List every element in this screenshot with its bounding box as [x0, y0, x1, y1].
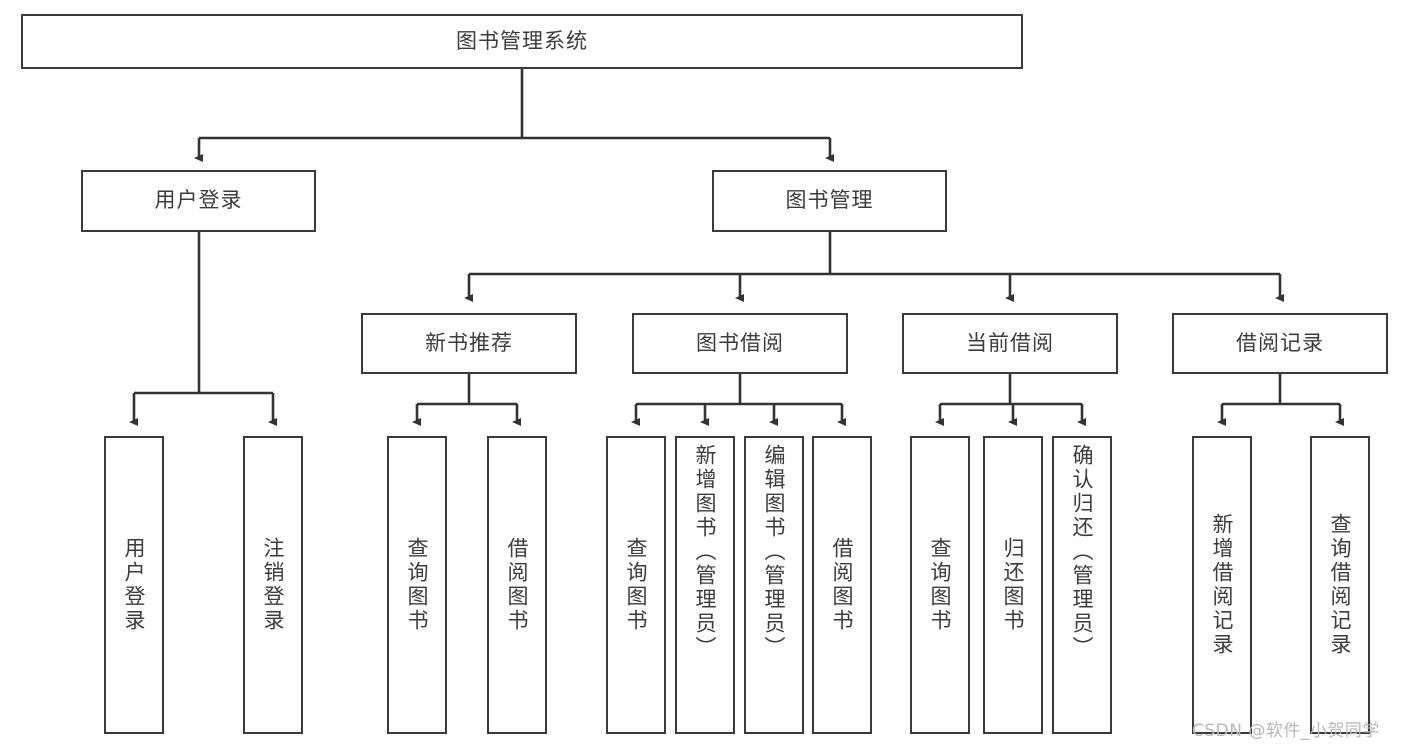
leaf-query-book-current[interactable]: 查询图书 [910, 436, 970, 734]
leaf-user-logout[interactable]: 注销登录 [243, 436, 303, 734]
leaf-user-login[interactable]: 用户登录 [104, 436, 164, 734]
leaf-query-book-current-label: 查询图书 [928, 537, 953, 633]
leaf-add-borrow-record-label: 新增借阅记录 [1210, 513, 1235, 657]
csdn-watermark: CSDN @软件_小贺同学 [1192, 721, 1380, 741]
node-new-book-recommend-label: 新书推荐 [425, 330, 513, 355]
leaf-borrow-book-label: 借阅图书 [830, 537, 855, 633]
leaf-add-book-admin[interactable]: 新增图书（管理员） [675, 436, 735, 734]
leaf-query-book-borrow[interactable]: 查询图书 [606, 436, 666, 734]
leaf-confirm-return-admin-label: 确认归还（管理员） [1070, 444, 1095, 660]
leaf-borrow-book-recommend[interactable]: 借阅图书 [487, 436, 547, 734]
node-current-borrow-label: 当前借阅 [966, 330, 1054, 355]
leaf-user-login-label: 用户登录 [122, 537, 147, 633]
leaf-add-borrow-record[interactable]: 新增借阅记录 [1192, 436, 1252, 734]
node-root[interactable]: 图书管理系统 [21, 14, 1023, 69]
leaf-return-book-label: 归还图书 [1001, 537, 1026, 633]
node-book-management-label: 图书管理 [785, 188, 874, 213]
leaf-query-borrow-record-label: 查询借阅记录 [1328, 513, 1353, 657]
leaf-query-book-recommend[interactable]: 查询图书 [387, 436, 447, 734]
node-user-login[interactable]: 用户登录 [81, 170, 316, 232]
leaf-return-book[interactable]: 归还图书 [983, 436, 1043, 734]
node-new-book-recommend[interactable]: 新书推荐 [361, 313, 577, 374]
node-book-borrow[interactable]: 图书借阅 [632, 313, 848, 374]
node-current-borrow[interactable]: 当前借阅 [902, 313, 1118, 374]
leaf-edit-book-admin[interactable]: 编辑图书（管理员） [744, 436, 804, 734]
node-borrow-record-label: 借阅记录 [1236, 330, 1324, 355]
node-user-login-label: 用户登录 [154, 188, 243, 213]
node-root-label: 图书管理系统 [456, 28, 588, 53]
leaf-user-logout-label: 注销登录 [261, 537, 286, 633]
leaf-query-book-recommend-label: 查询图书 [405, 537, 430, 633]
leaf-confirm-return-admin[interactable]: 确认归还（管理员） [1052, 436, 1112, 734]
leaf-query-borrow-record[interactable]: 查询借阅记录 [1310, 436, 1370, 734]
leaf-borrow-book-recommend-label: 借阅图书 [505, 537, 530, 633]
node-book-management[interactable]: 图书管理 [712, 170, 947, 232]
node-borrow-record[interactable]: 借阅记录 [1172, 313, 1388, 374]
leaf-edit-book-admin-label: 编辑图书（管理员） [762, 444, 787, 660]
node-book-borrow-label: 图书借阅 [696, 330, 784, 355]
leaf-borrow-book[interactable]: 借阅图书 [812, 436, 872, 734]
leaf-query-book-borrow-label: 查询图书 [624, 537, 649, 633]
leaf-add-book-admin-label: 新增图书（管理员） [693, 444, 718, 660]
